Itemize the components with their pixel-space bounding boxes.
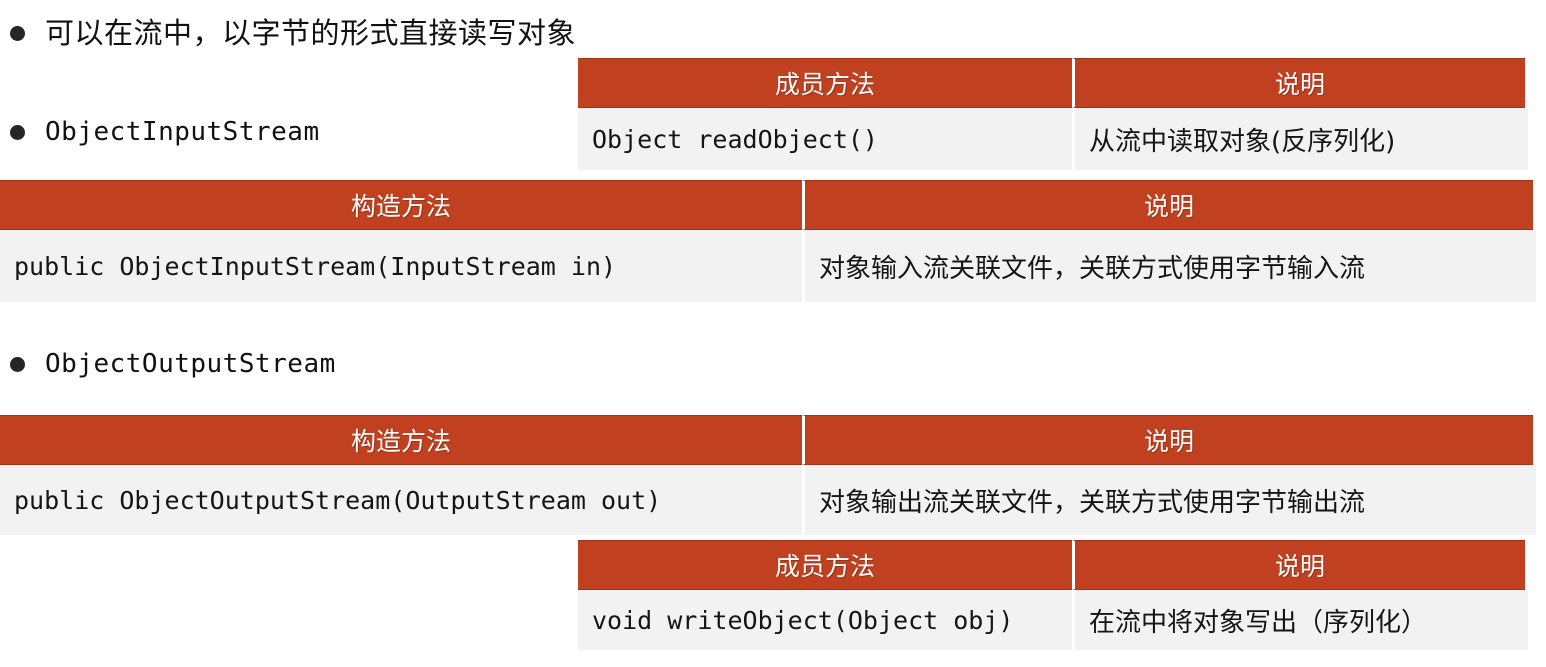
column-header-constructor: 构造方法 — [0, 415, 802, 465]
column-header-description: 说明 — [802, 415, 1533, 465]
bullet-item-object-input-stream: ObjectInputStream — [10, 118, 320, 147]
bullet-dot-icon — [10, 26, 25, 42]
table-header-row: 构造方法 说明 — [0, 180, 1536, 230]
bullet-label-object-output-stream: ObjectOutputStream — [45, 349, 336, 379]
bullet-dot-icon — [10, 124, 25, 140]
table-object-output-stream-constructors: 构造方法 说明 public ObjectOutputStream(Output… — [0, 415, 1536, 535]
table-row: Object readObject() 从流中读取对象(反序列化) — [578, 108, 1528, 170]
bullet-dot-icon — [10, 356, 25, 372]
table-row: void writeObject(Object obj) 在流中将对象写出（序列… — [578, 590, 1528, 650]
cell-method-signature: void writeObject(Object obj) — [578, 590, 1072, 650]
column-header-constructor: 构造方法 — [0, 180, 802, 230]
table-row: public ObjectOutputStream(OutputStream o… — [0, 465, 1536, 535]
column-header-description: 说明 — [802, 180, 1533, 230]
bullet-item-intro: 可以在流中，以字节的形式直接读写对象 — [10, 16, 577, 50]
cell-constructor-signature: public ObjectOutputStream(OutputStream o… — [0, 465, 802, 535]
column-header-description: 说明 — [1072, 58, 1525, 108]
cell-constructor-signature: public ObjectInputStream(InputStream in) — [0, 230, 802, 302]
table-header-row: 成员方法 说明 — [578, 540, 1528, 590]
column-header-member-method: 成员方法 — [578, 540, 1072, 590]
cell-method-description: 在流中将对象写出（序列化） — [1072, 590, 1525, 650]
cell-constructor-description: 对象输出流关联文件，关联方式使用字节输出流 — [802, 465, 1533, 535]
table-object-input-stream-methods: 成员方法 说明 Object readObject() 从流中读取对象(反序列化… — [578, 58, 1528, 170]
bullet-item-object-output-stream: ObjectOutputStream — [10, 350, 336, 379]
table-header-row: 成员方法 说明 — [578, 58, 1528, 108]
cell-constructor-description: 对象输入流关联文件，关联方式使用字节输入流 — [802, 230, 1533, 302]
cell-method-signature: Object readObject() — [578, 108, 1072, 170]
column-header-member-method: 成员方法 — [578, 58, 1072, 108]
column-header-description: 说明 — [1072, 540, 1525, 590]
bullet-label-intro: 可以在流中，以字节的形式直接读写对象 — [45, 16, 577, 50]
table-row: public ObjectInputStream(InputStream in)… — [0, 230, 1536, 302]
table-header-row: 构造方法 说明 — [0, 415, 1536, 465]
table-object-output-stream-methods: 成员方法 说明 void writeObject(Object obj) 在流中… — [578, 540, 1528, 650]
table-object-input-stream-constructors: 构造方法 说明 public ObjectInputStream(InputSt… — [0, 180, 1536, 302]
cell-method-description: 从流中读取对象(反序列化) — [1072, 108, 1525, 170]
bullet-label-object-input-stream: ObjectInputStream — [45, 117, 320, 147]
